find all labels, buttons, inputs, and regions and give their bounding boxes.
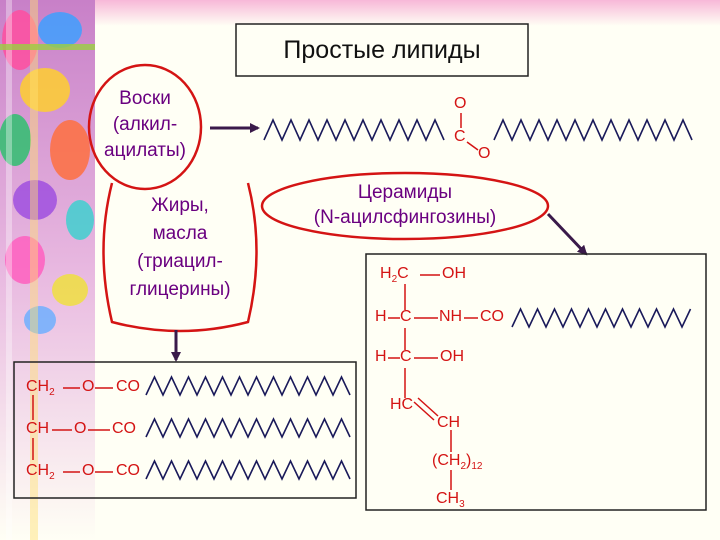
ceramide-box [365,253,707,511]
cer-c3-oh: OH [440,348,464,365]
title-box [235,23,529,77]
ceramides-label-line1: Церамиды [357,182,453,203]
cer-c2-h: H [375,308,387,325]
tg-chain-3 [145,459,351,481]
fats-outline [102,182,258,333]
waxes-label-line2: (алкил- [112,114,178,135]
tg-row-1-oxygen: O [82,378,95,395]
cer-c1-c: C [397,265,409,282]
fats-label-line3: (триацил- [137,251,223,272]
tg-row-1-carbonyl: CO [116,378,140,395]
tg-row-2-carbonyl: CO [112,420,136,437]
wax-ester-bond [466,141,479,151]
cer-double-bond-a [413,401,435,421]
cer-c3-h: H [375,348,387,365]
cer-c2-co: CO [480,308,504,325]
waxes-label-line3: ацилаты) [104,140,186,161]
page-title: Простые липиды [283,36,481,64]
wax-carbonyl-oxygen: O [454,95,467,112]
strip-vertical-bar [30,0,38,540]
tg-row-2-oxygen: O [74,420,87,437]
tg-row-1: CH2 O CO [26,378,140,398]
ceramides-ellipse [260,171,550,241]
waxes-label: Воски (алкил- ацилаты) [90,86,200,164]
tg-row-1-sub: 2 [49,387,55,398]
cer-hc: HC [390,396,414,413]
cer-c2-nh: NH [439,308,463,325]
ceramides-arrow [546,212,588,256]
tg-row-3-carbon: CH [26,462,50,479]
cer-methylene-chain: (CH2)12 [432,452,483,472]
cer-c1-oh: OH [442,265,466,282]
cer-methyl-sub: 3 [459,499,465,510]
cer-c3-c: C [400,348,412,365]
tg-row-3: CH2 O CO [26,462,140,482]
ceramides-label: Церамиды (N-ацилсфингозины) [270,180,540,230]
cer-chain-count: 12 [471,461,483,472]
mosaic-decoration [0,10,94,334]
cer-methyl-ch: CH [436,490,460,507]
cer-double-bond-b [417,397,439,417]
strip-horizontal-bar [0,44,95,50]
tg-row-3-oxygen: O [82,462,95,479]
triglyceride-box [13,361,357,499]
tg-row-3-sub: 2 [49,471,55,482]
hydrocarbon-chains [145,118,693,481]
cer-c1-h: H [380,265,392,282]
tg-chain-1 [145,375,351,397]
cer-c1-sub: 2 [391,274,398,285]
tg-row-2-carbon: CH [26,420,50,437]
wax-ester-oxygen: O [478,145,491,162]
wax-acyl-chain [263,118,445,142]
fats-label-line2: масла [152,223,208,244]
ceramide-acyl-chain [511,307,692,329]
fats-label-line4: глицерины) [129,279,231,300]
waxes-label-line1: Воски [119,88,171,109]
cer-chain-sub: 2 [460,461,466,472]
cer-chain-close: ) [466,452,472,469]
cer-c2-c: C [400,308,412,325]
ceramides-label-line2: (N-ацилсфингозины) [313,207,497,228]
cer-chain-open: (CH [432,452,461,469]
fats-label-line1: Жиры, [151,195,209,216]
cer-ch: CH [437,414,461,431]
strip-highlight [6,0,12,540]
tg-chain-2 [145,417,351,439]
tg-row-1-carbon: CH [26,378,50,395]
wax-alkyl-chain [493,118,693,142]
wax-ester-carbon: C [454,128,466,145]
top-gradient-band [0,0,720,26]
tg-row-3-carbonyl: CO [116,462,140,479]
cer-methyl: CH3 [436,490,465,510]
cer-c1-group: H2C [380,265,409,285]
waxes-ellipse [87,63,203,191]
fats-label: Жиры, масла (триацил- глицерины) [110,192,250,304]
tg-row-2: CH O CO [26,420,136,438]
